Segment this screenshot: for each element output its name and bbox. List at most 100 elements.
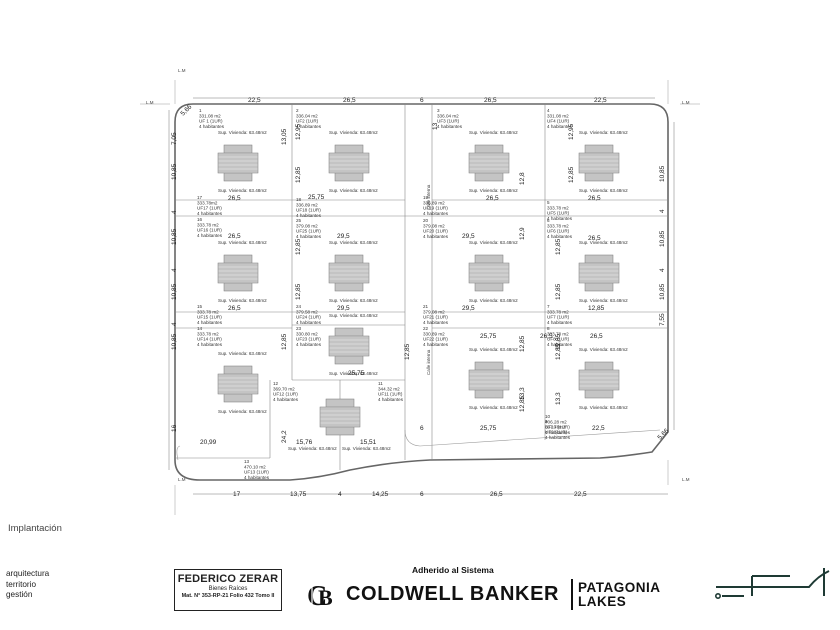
inner-dimension: 12,85 xyxy=(568,166,575,183)
inner-dimension: 26,5 xyxy=(588,235,601,242)
lot-label-line: UF24 (1UR) xyxy=(296,315,321,320)
inner-dimension: 12,85 xyxy=(588,305,605,312)
inner-dimension: 20,99 xyxy=(200,439,217,446)
left-dimension: 10,85 xyxy=(171,228,178,245)
left-dimension: 7,05 xyxy=(171,132,178,145)
lot-label-line: 4 habitantes xyxy=(199,124,225,129)
realtor-role: Bienes Raíces xyxy=(208,586,248,592)
inner-dimension: 15,51 xyxy=(360,439,377,446)
house-area-label: Sup. Vivienda: 63.48m2 xyxy=(218,351,267,356)
lot-label-line: UF16 (1UR) xyxy=(197,228,222,233)
left-dimension: 4 xyxy=(171,268,178,272)
architect-line-3: gestión xyxy=(6,590,33,599)
realtor-badge: FEDERICO ZERAR Bienes Raíces Mat. N° 353… xyxy=(174,569,282,611)
house-area-label: Sup. Vivienda: 63.48m2 xyxy=(579,298,628,303)
lot-label-line: UF21 (1UR) xyxy=(423,315,448,320)
lot-label-line: 379.08 m2 xyxy=(423,223,445,228)
top-dimension: 22,5 xyxy=(248,97,261,104)
lot-label-line: 333.78m2 xyxy=(197,200,218,205)
inner-dimension: 12,85 xyxy=(555,238,562,255)
house-area-label: Sup. Vivienda: 63.48m2 xyxy=(329,371,378,376)
inner-dimension: 15,76 xyxy=(296,439,313,446)
street-line-label: L.M xyxy=(682,477,690,482)
internal-street-label: Calle interna xyxy=(426,184,431,210)
internal-street-label: Calle interna xyxy=(426,349,431,375)
lot-label-line: 19 xyxy=(423,195,429,200)
house-area-label: Sup. Vivienda: 63.48m2 xyxy=(579,188,628,193)
inner-dimension: 26,5 xyxy=(540,333,553,340)
lot-label-line: 406.28 m2 xyxy=(545,419,567,424)
lot-label-line: UF19 (1UR) xyxy=(423,206,448,211)
house-area-label: Sup. Vivienda: 63.48m2 xyxy=(329,298,378,303)
lot-label-line: 4 habitantes xyxy=(545,430,571,435)
lot-label-line: UF 1 (1UR) xyxy=(199,119,223,124)
street-line-label: L.M xyxy=(682,100,690,105)
lot-label-line: UF14 (1UR) xyxy=(197,337,222,342)
architect-line-1: arquitectura xyxy=(6,569,50,578)
adherido-label: Adherido al Sistema xyxy=(412,565,494,575)
inner-dimension: 13,3 xyxy=(555,392,562,405)
lot-label-line: 14 xyxy=(197,326,203,331)
left-dimension: 4 xyxy=(171,210,178,214)
lot-label-line: 4 habitantes xyxy=(545,435,571,440)
lot-label-line: 11 xyxy=(378,381,383,386)
lot-label-line: 16 xyxy=(197,217,203,222)
inner-dimension: 25,75 xyxy=(480,425,497,432)
inner-dimension: 12,85 xyxy=(295,166,302,183)
house-area-label: Sup. Vivienda: 63.48m2 xyxy=(579,130,628,135)
lot-label-line: UF7 (1UR) xyxy=(547,315,570,320)
inner-dimension: 13,05 xyxy=(281,128,288,145)
lot-label-line: UF13 (1UR) xyxy=(244,470,269,475)
house-area-label: Sup. Vivienda: 63.48m2 xyxy=(469,347,518,352)
right-dimension: 7,55 xyxy=(659,313,666,326)
lot-label-line: UF25 (1UR) xyxy=(296,229,321,234)
left-dimension: 4 xyxy=(171,322,178,326)
lot-label-line: UF6 (1UR) xyxy=(547,229,570,234)
house-area-label: Sup. Vivienda: 63.48m2 xyxy=(469,405,518,410)
left-dimension: 16 xyxy=(171,424,178,432)
inner-dimension: 12,8 xyxy=(519,172,526,185)
inner-dimension: 22,5 xyxy=(592,425,605,432)
lot-label-line: 336.89 m2 xyxy=(423,200,445,205)
left-dimension: 10,85 xyxy=(171,163,178,180)
lot-label-line: 7 xyxy=(547,304,550,309)
house-area-label: Sup. Vivienda: 63.48m2 xyxy=(218,409,267,414)
corner-dimension: 5,66 xyxy=(179,103,193,117)
house-area-label: Sup. Vivienda: 63.48m2 xyxy=(579,240,628,245)
lot-label-line: UF2 (1UR) xyxy=(296,119,319,124)
lot-label-line: UF4 (1UR) xyxy=(547,119,570,124)
inner-dimension: 26,5 xyxy=(588,195,601,202)
lot-label-line: 369.70 m2 xyxy=(273,386,295,391)
lot-label-line: 3 xyxy=(437,108,440,113)
inner-dimension: 24,2 xyxy=(281,430,288,443)
lot-label-line: 330.80 m2 xyxy=(296,331,318,336)
svg-text:B: B xyxy=(318,585,333,610)
lot-label-line: 336.04 m2 xyxy=(296,113,318,118)
lot-label-line: 18 xyxy=(296,197,302,202)
lot-label-line: 10 xyxy=(545,414,551,419)
lot-label-line: 4 habitantes xyxy=(273,397,299,402)
lot-label-line: 4 habitantes xyxy=(547,234,573,239)
lot-label-line: 379.08 m2 xyxy=(296,223,318,228)
street-line-label: L.M xyxy=(146,100,154,105)
